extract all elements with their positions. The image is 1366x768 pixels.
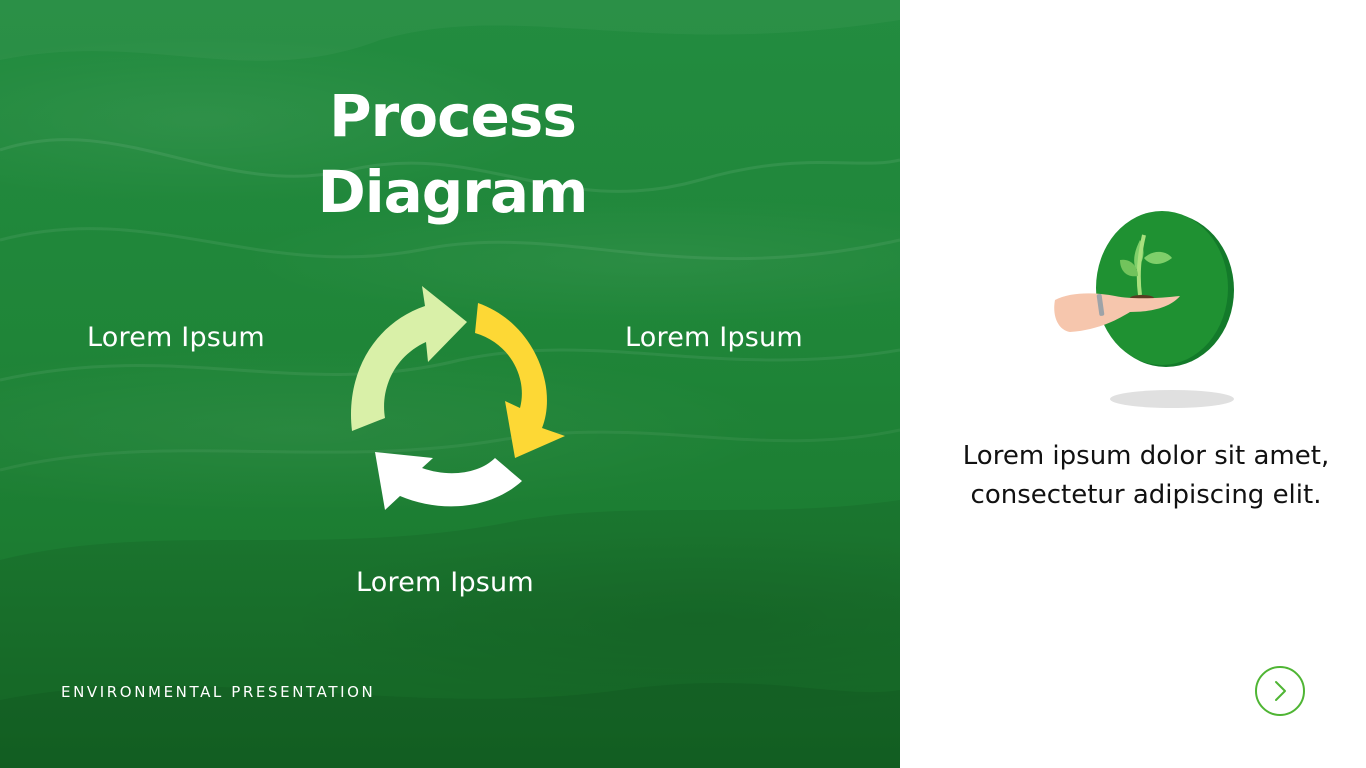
footer-caption: ENVIRONMENTAL PRESENTATION [61,683,376,701]
hills-background [0,500,900,768]
title-line-2: Diagram [317,158,589,226]
description-text: Lorem ipsum dolor sit amet, consectetur … [962,441,1330,510]
chevron-right-icon [1275,681,1286,701]
cycle-label-left: Lorem Ipsum [87,322,265,353]
title-line-1: Process [329,82,577,150]
next-slide-button[interactable] [1255,666,1305,716]
cycle-label-right: Lorem Ipsum [625,322,803,353]
recycle-arrows-icon [350,286,565,510]
page-title: Process Diagram [300,78,605,230]
hand-holding-sprout-icon [1054,211,1234,408]
cycle-label-bottom: Lorem Ipsum [356,567,534,598]
hero-panel: Process Diagram Lorem Ipsum Lorem Ipsum … [0,0,900,768]
